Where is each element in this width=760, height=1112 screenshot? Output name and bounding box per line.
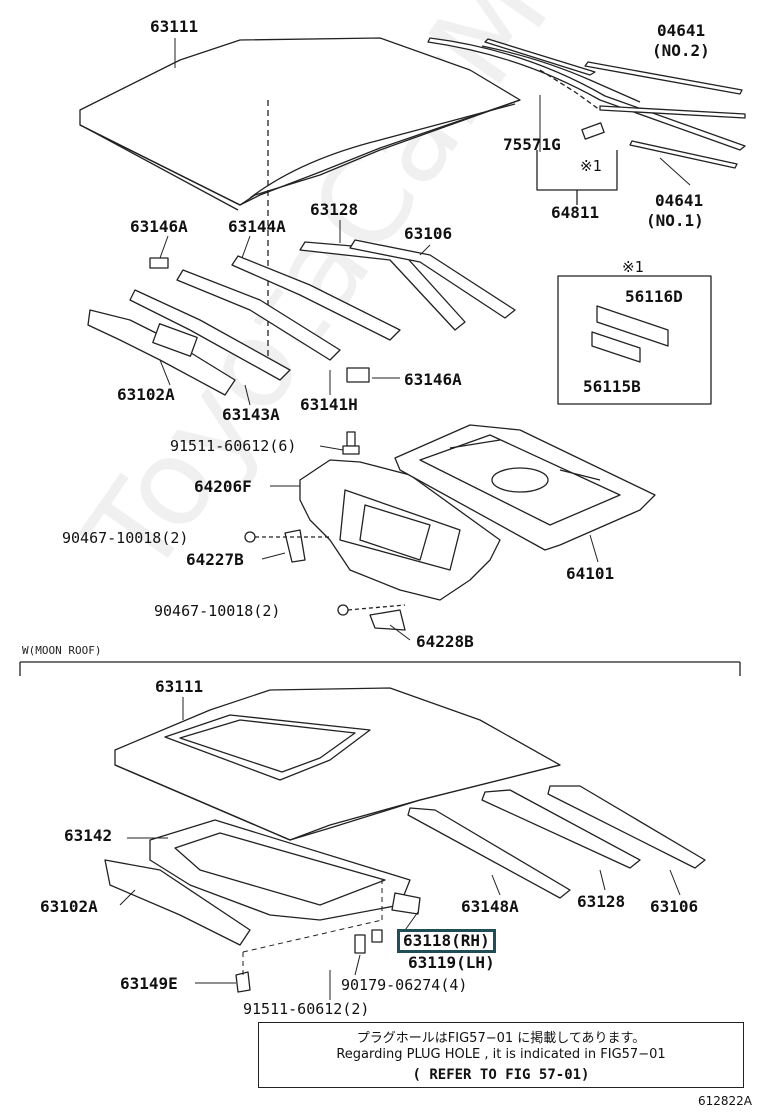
bolt-91511-top [342,431,360,455]
label-64227b[interactable]: 64227B [186,550,244,569]
roof-panel [79,37,521,211]
bracket-64811 [536,150,618,191]
label-63146a-top[interactable]: 63146A [130,217,188,236]
label-90467-b[interactable]: 90467-10018(2) [154,602,281,620]
clip-90467-a [244,531,256,543]
label-63148a[interactable]: 63148A [461,897,519,916]
sticker-box [557,275,712,405]
sticker-56115b [591,331,641,363]
label-63128-bot[interactable]: 63128 [577,892,626,911]
label-63118-highlighted[interactable]: 63118(RH) [397,929,496,953]
label-63102a-top[interactable]: 63102A [117,385,175,404]
label-63102a-bot[interactable]: 63102A [40,897,98,916]
label-63106-top[interactable]: 63106 [404,224,453,243]
roof-bows [87,239,516,396]
moonroof-small-parts [235,892,421,993]
clip-90467-b [337,604,349,616]
label-63146a-mid[interactable]: 63146A [404,370,462,389]
bracket-64227b [284,529,306,563]
moonroof-dashes [242,880,383,975]
package-tray [394,424,656,551]
moonroof-bows [104,785,706,946]
moonroof-section-label: W(MOON ROOF) [22,644,102,657]
label-64101[interactable]: 64101 [566,564,615,583]
label-56115b[interactable]: 56115B [583,377,641,396]
label-90467-a[interactable]: 90467-10018(2) [62,529,189,547]
label-star1-b: ※1 [622,258,644,276]
moonroof-roof-panel [114,687,561,841]
label-63106-bot[interactable]: 63106 [650,897,699,916]
label-64206f[interactable]: 64206F [194,477,252,496]
label-04641-no2-sub: (NO.2) [652,41,710,60]
note-line-jp: プラグホールはFIG57−01 に掲載してあります。 [356,1031,646,1046]
sticker-56116d [596,305,669,347]
figure-code: 612822A [697,1094,752,1108]
label-63111-bot[interactable]: 63111 [155,677,204,696]
note-line-en: Regarding PLUG HOLE , it is indicated in… [336,1047,666,1062]
label-63119[interactable]: 63119(LH) [408,953,495,972]
label-63128-top[interactable]: 63128 [310,200,359,219]
label-56116d[interactable]: 56116D [625,287,683,306]
label-63149e[interactable]: 63149E [120,974,178,993]
leaders-top [159,38,691,641]
reference-note: プラグホールはFIG57−01 に掲載してあります。 Regarding PLU… [258,1022,744,1088]
back-panel [299,459,501,601]
label-63111-top[interactable]: 63111 [150,17,199,36]
label-91511-top[interactable]: 91511-60612(6) [170,437,297,455]
label-04641-no1[interactable]: 04641 [655,191,704,210]
label-75571g[interactable]: 75571G [503,135,561,154]
label-91511-bot[interactable]: 91511-60612(2) [243,1000,370,1018]
label-63144a[interactable]: 63144A [228,217,286,236]
label-63143a[interactable]: 63143A [222,405,280,424]
label-63142[interactable]: 63142 [64,826,113,845]
label-64811[interactable]: 64811 [551,203,600,222]
bracket-64228b [369,609,406,631]
label-64228b[interactable]: 64228B [416,632,474,651]
note-line-ref[interactable]: ( REFER TO FIG 57-01) [412,1067,590,1083]
label-star1-a: ※1 [580,157,602,175]
label-90179[interactable]: 90179-06274(4) [341,976,468,994]
moonroof-frame [149,819,411,921]
roof-moldings [427,37,746,169]
label-04641-no2[interactable]: 04641 [657,21,706,40]
label-04641-no1-sub: (NO.1) [646,211,704,230]
label-63141h[interactable]: 63141H [300,395,358,414]
